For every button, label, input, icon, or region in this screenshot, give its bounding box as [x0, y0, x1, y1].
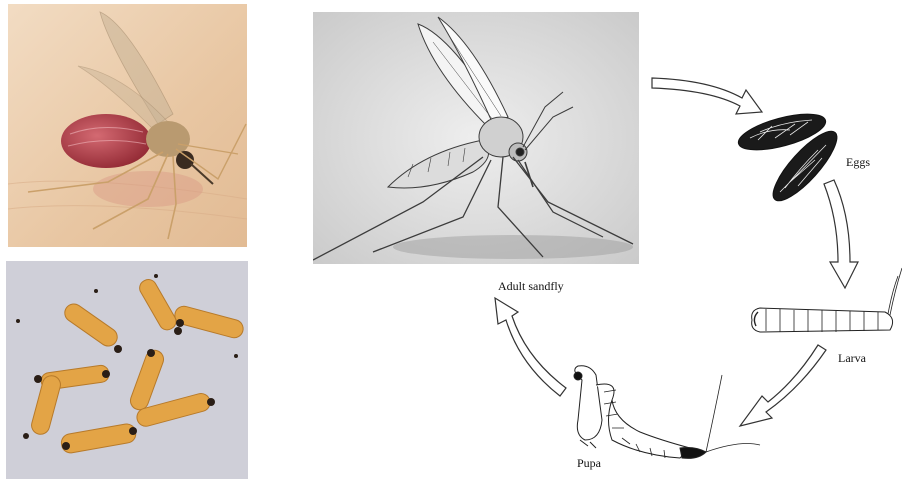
label-larva: Larva: [838, 351, 866, 366]
arrow-adult-to-eggs: [652, 78, 762, 114]
label-adult-sandfly: Adult sandfly: [498, 279, 564, 294]
arrow-eggs-to-larva: [824, 180, 858, 288]
arrow-larva-to-pupa: [740, 345, 826, 426]
label-eggs: Eggs: [846, 155, 870, 170]
pupa-illustration: [574, 366, 760, 459]
larva-illustration: [752, 268, 902, 332]
label-pupa: Pupa: [577, 456, 601, 471]
arrow-pupa-to-adult: [495, 298, 566, 396]
